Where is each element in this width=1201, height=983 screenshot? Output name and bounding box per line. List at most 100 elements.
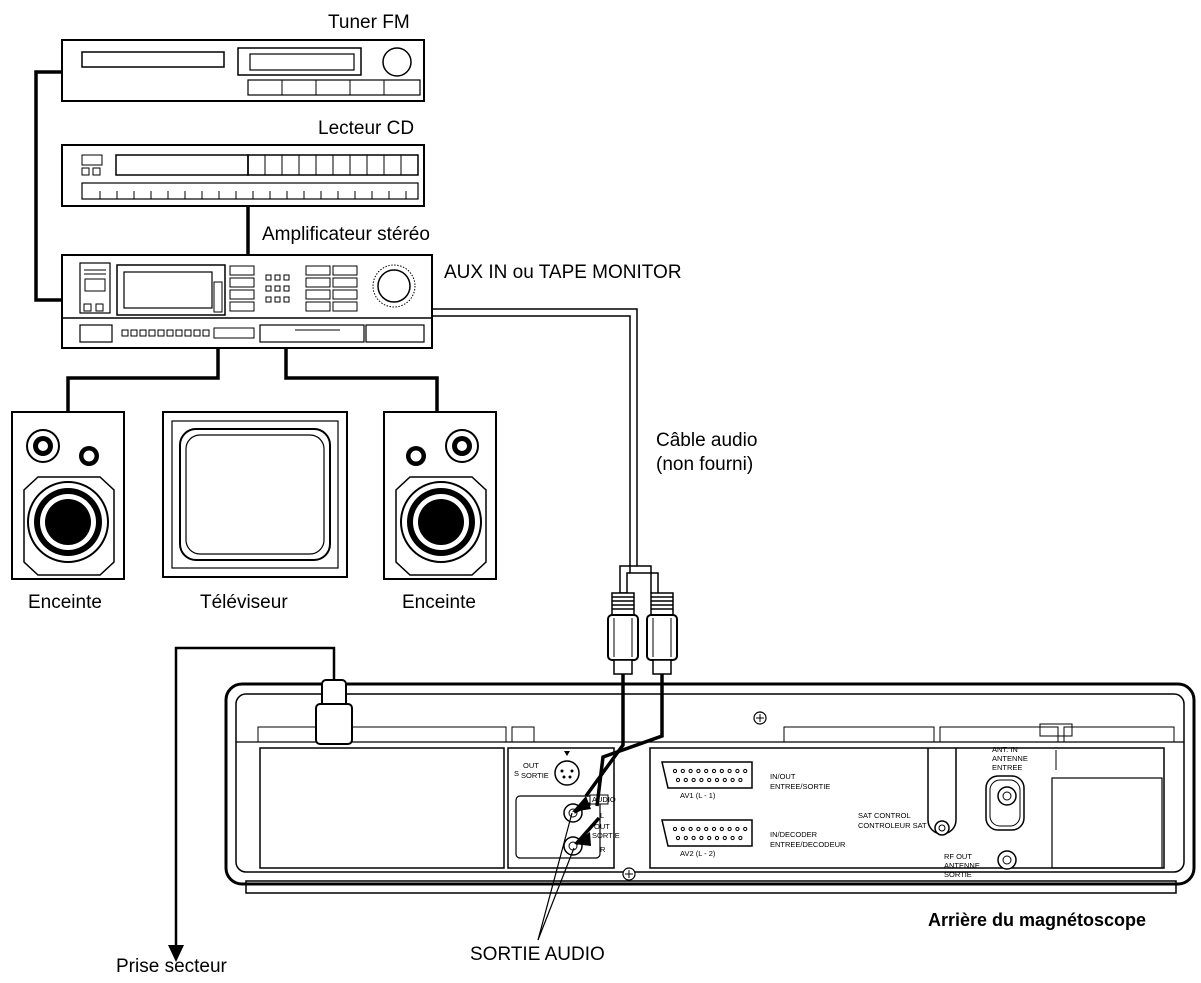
- amp-low-key: [139, 329, 147, 337]
- amp-led: [283, 285, 290, 292]
- av1-line2: ENTREE/SORTIE: [770, 782, 830, 791]
- ant-in-line1: ANT. IN: [992, 745, 1018, 754]
- amp-key: [305, 265, 331, 276]
- s-sortie-label: SORTIE: [521, 771, 549, 780]
- scart-pin: [675, 835, 681, 841]
- aux-label: AUX IN ou TAPE MONITOR: [444, 262, 682, 283]
- scart-pin: [704, 768, 709, 774]
- amp-key: [229, 265, 255, 276]
- scart-pin: [738, 777, 743, 783]
- scart-pin: [699, 777, 704, 783]
- amp-low-key: [184, 329, 192, 337]
- power-cord: [174, 646, 353, 958]
- cable-label-line1: Câble audio: [656, 430, 757, 451]
- tuner-label: Tuner FM: [328, 12, 410, 33]
- amp-key: [305, 289, 331, 300]
- amp-low-key: [157, 329, 165, 337]
- amp-led: [265, 285, 272, 292]
- amp-led: [274, 274, 281, 281]
- audio-out-label: OUT: [594, 822, 610, 831]
- audio-out-label-main: SORTIE AUDIO: [470, 944, 605, 965]
- tv-label: Téléviseur: [200, 592, 288, 613]
- amp-key: [332, 289, 358, 300]
- vcr-rear-panel: [224, 682, 1196, 894]
- scart-pin: [714, 777, 720, 783]
- rf-out-line1: RF OUT: [944, 852, 972, 861]
- amp-led: [283, 274, 290, 281]
- mains-label: Prise secteur: [116, 956, 228, 977]
- ant-in-line2: ANTENNE: [992, 754, 1028, 763]
- scart-pin: [743, 768, 748, 774]
- rf-out-line2: ANTENNE: [944, 861, 980, 870]
- amp-low-key: [121, 329, 129, 337]
- sat-line2: CONTROLEUR SAT: [858, 821, 927, 830]
- cable-label-line2: (non fourni): [656, 454, 753, 475]
- amp-key: [229, 301, 255, 312]
- amp-key: [305, 301, 331, 312]
- amp-low-key: [148, 329, 156, 337]
- scart-pin: [688, 826, 693, 832]
- amplifier-device: [61, 254, 433, 349]
- s-out-label: OUT: [523, 761, 539, 770]
- amp-key: [332, 277, 358, 288]
- scart-pin: [672, 826, 678, 832]
- amp-low-key: [175, 329, 183, 337]
- scart-pin: [696, 768, 701, 774]
- amp-key: [229, 289, 255, 300]
- scart-pin: [707, 777, 712, 783]
- television: [162, 411, 348, 578]
- amp-low-key: [166, 329, 174, 337]
- rca-plug-left: [607, 592, 639, 675]
- speaker-right: [383, 411, 497, 580]
- amp-led: [265, 296, 272, 303]
- scart-pin: [711, 826, 717, 832]
- amp-led: [265, 274, 272, 281]
- scart-pin: [727, 768, 732, 774]
- scart-pin: [711, 768, 717, 774]
- audio-l-label: L: [600, 811, 604, 820]
- amp-key: [332, 265, 358, 276]
- rf-out-line3: SORTIE: [944, 870, 972, 879]
- speaker-left: [11, 411, 125, 580]
- scart-pin: [719, 768, 724, 774]
- av1-line1: IN/OUT: [770, 772, 796, 781]
- scart-pin: [691, 835, 696, 841]
- audio-plug-leads: [584, 674, 664, 807]
- scart-pin: [714, 835, 720, 841]
- av2-line1: IN/DECODER: [770, 830, 818, 839]
- amp-low-key: [193, 329, 201, 337]
- amp-key: [229, 277, 255, 288]
- scart-pin: [691, 777, 696, 783]
- scart-pin: [699, 835, 704, 841]
- audio-arrow-l: [572, 796, 591, 812]
- vcr-rear-label: Arrière du magnétoscope: [928, 910, 1146, 930]
- scart-pin: [688, 768, 693, 774]
- amp-key: [332, 301, 358, 312]
- scart-pin: [730, 835, 735, 841]
- scart-pin: [696, 826, 701, 832]
- audio-tag: AUDIO: [592, 795, 616, 804]
- scart-pin: [680, 768, 685, 774]
- scart-pin: [722, 835, 727, 841]
- amp-led: [283, 296, 290, 303]
- ant-in-line3: ENTREE: [992, 763, 1022, 772]
- scart-pin: [683, 777, 688, 783]
- scart-pin: [738, 835, 743, 841]
- scart-pin: [730, 777, 735, 783]
- scart-pin: [672, 768, 678, 774]
- rca-plug-right: [646, 592, 678, 675]
- amp-low-key: [130, 329, 138, 337]
- scart-pin: [719, 826, 724, 832]
- amp-label: Amplificateur stéréo: [262, 224, 430, 245]
- scart-pin: [704, 826, 709, 832]
- scart-pin: [675, 777, 681, 783]
- cd-label: Lecteur CD: [318, 118, 414, 139]
- s-video-label: S: [514, 769, 519, 778]
- scart-pin: [735, 826, 740, 832]
- scart-pin: [680, 826, 685, 832]
- mains-arrow-icon: [168, 945, 184, 962]
- component-wiring: [34, 70, 439, 412]
- av2-label: AV2 (L - 2): [680, 849, 716, 858]
- amp-led: [274, 285, 281, 292]
- av1-label: AV1 (L - 1): [680, 791, 716, 800]
